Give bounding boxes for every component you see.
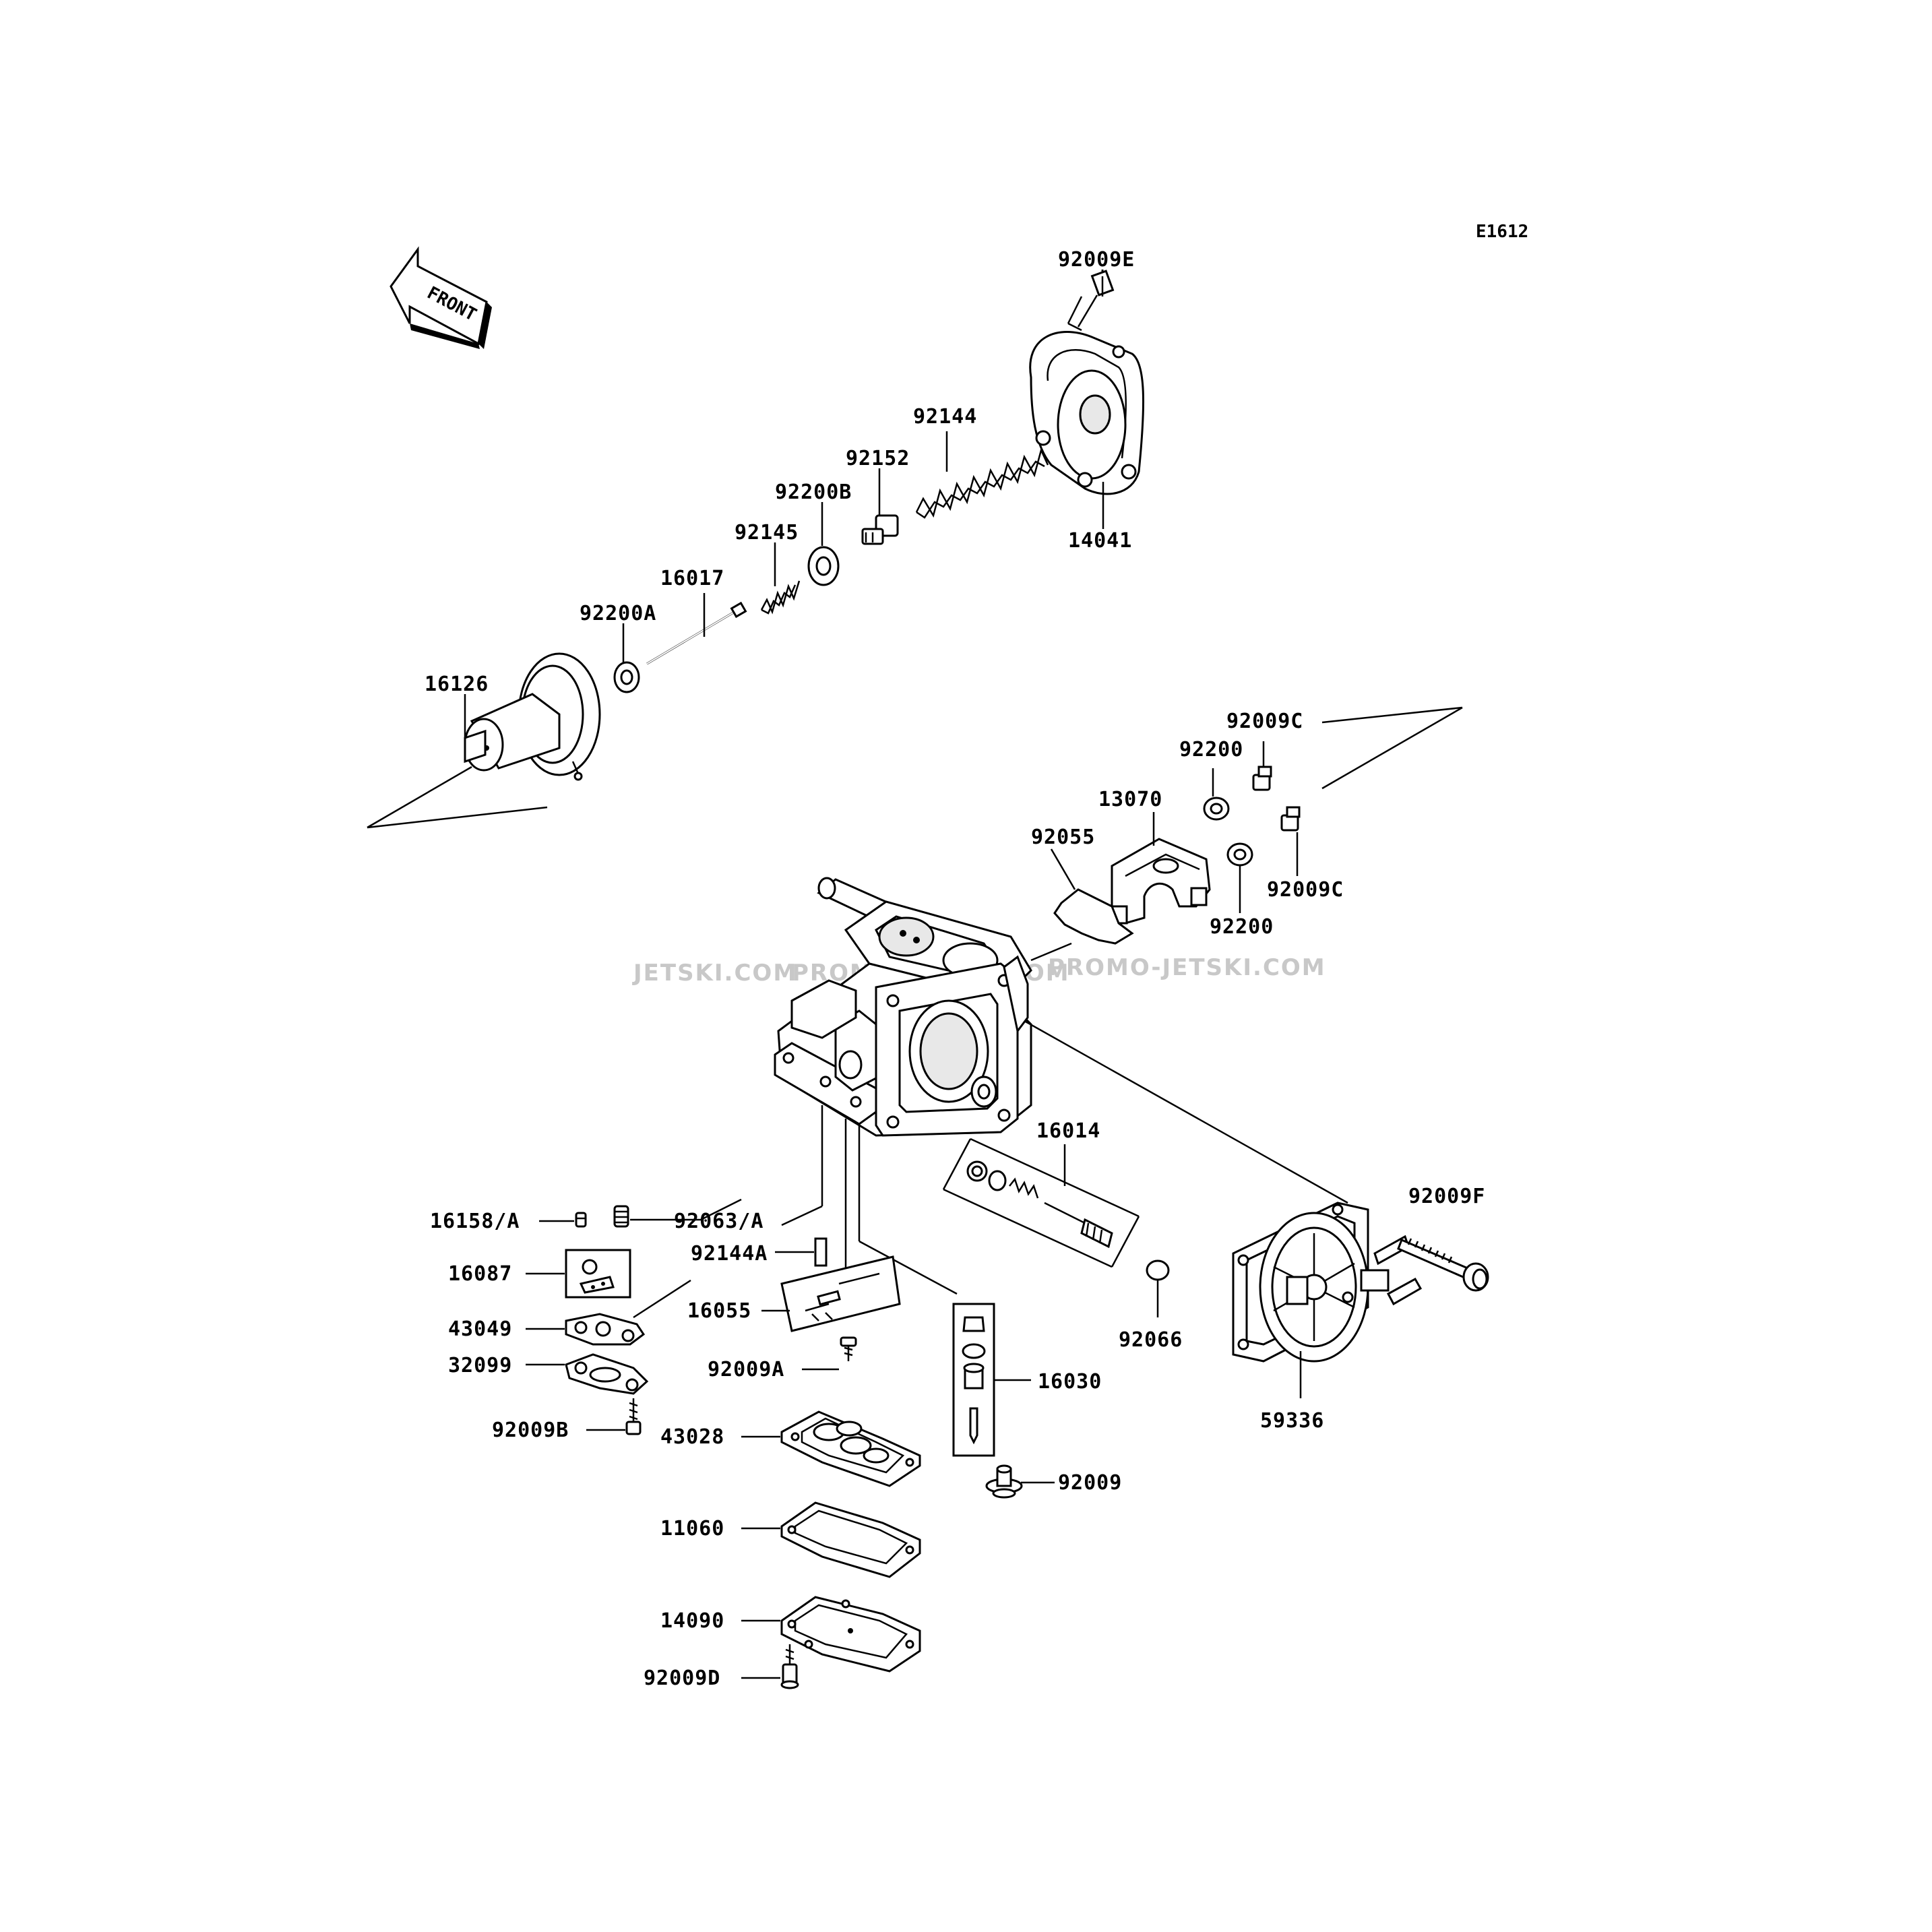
screw-92009C-b-icon — [1280, 806, 1301, 832]
label-92009E: 92009E — [1058, 248, 1135, 272]
jet-16087-box — [565, 1249, 631, 1299]
label-16055: 16055 — [687, 1299, 751, 1323]
label-92009C-b: 92009C — [1267, 878, 1344, 902]
diaphragm-16126-icon — [464, 652, 601, 781]
plate-32099-icon — [565, 1353, 649, 1395]
label-92200-a: 92200 — [1179, 738, 1243, 761]
screw-92009E-icon — [1067, 270, 1115, 332]
screw-92009D-icon — [780, 1644, 799, 1689]
cover-14041-icon — [1029, 331, 1145, 495]
label-92009F: 92009F — [1408, 1185, 1485, 1208]
spring-92144A-icon — [814, 1237, 828, 1267]
label-92055: 92055 — [1031, 825, 1095, 849]
label-13070: 13070 — [1098, 788, 1162, 811]
jet-92063A-icon — [613, 1205, 629, 1228]
label-16087: 16087 — [448, 1262, 512, 1286]
pilot-screw-16014-icon — [966, 1160, 1113, 1249]
label-14090: 14090 — [660, 1609, 724, 1633]
washer-92200B-icon — [807, 546, 840, 586]
label-92145: 92145 — [735, 521, 799, 544]
spring-92145-icon — [760, 580, 801, 615]
float-valve-16055-box — [780, 1255, 901, 1332]
label-16126: 16126 — [425, 673, 489, 696]
label-16030: 16030 — [1038, 1370, 1102, 1394]
label-92063A: 92063/A — [674, 1210, 764, 1233]
screw-92009A-icon — [840, 1336, 857, 1361]
bracket-line-16014 — [970, 1138, 1140, 1218]
label-16017: 16017 — [660, 567, 724, 590]
washer-92200-b-icon — [1226, 842, 1253, 867]
screw-92009C-a-icon — [1252, 766, 1272, 791]
label-92009B: 92009B — [492, 1419, 569, 1442]
label-14041: 14041 — [1068, 529, 1132, 553]
gasket-43028-icon — [780, 1410, 921, 1487]
label-59336: 59336 — [1260, 1409, 1324, 1433]
screw-92009-icon — [985, 1464, 1023, 1499]
label-43049: 43049 — [448, 1317, 512, 1341]
label-11060: 11060 — [660, 1517, 724, 1540]
label-92009D: 92009D — [644, 1666, 720, 1690]
label-92200A: 92200A — [580, 602, 656, 625]
bracket-13070-icon — [1111, 838, 1211, 925]
label-92009A: 92009A — [708, 1358, 784, 1381]
watermark-text-3: PROMO-JETSKI.COM — [1048, 954, 1326, 981]
label-92009C-a: 92009C — [1226, 710, 1303, 733]
label-43028: 43028 — [660, 1425, 724, 1449]
watermark-text-1: JETSKI.COM — [632, 960, 797, 987]
plug-92066-icon — [1146, 1259, 1170, 1281]
label-92200B: 92200B — [775, 480, 852, 504]
jet-16158A-icon — [575, 1212, 587, 1228]
label-92152: 92152 — [846, 447, 910, 470]
float-needle-16030-box — [952, 1303, 995, 1457]
part-labels: 92009E 92144 92152 92200B 92145 14041 16… — [425, 248, 1485, 1690]
label-32099: 32099 — [448, 1354, 512, 1377]
label-92066: 92066 — [1119, 1328, 1183, 1352]
washer-92200A-icon — [613, 661, 640, 693]
jet-92152-icon — [861, 514, 899, 545]
label-16014: 16014 — [1036, 1119, 1100, 1143]
label-92144A: 92144A — [691, 1242, 768, 1266]
washer-92200-a-icon — [1203, 797, 1230, 821]
spring-92144-icon — [915, 447, 1049, 519]
gasket-92055-icon — [1053, 888, 1134, 945]
cover-14090-icon — [780, 1596, 921, 1673]
label-16158A: 16158/A — [430, 1210, 520, 1233]
screw-92009F-icon — [1397, 1238, 1489, 1292]
carburetor-body-icon — [774, 877, 1032, 1137]
label-92200-b: 92200 — [1210, 915, 1274, 939]
needle-16017-icon — [646, 601, 747, 665]
label-92009: 92009 — [1058, 1471, 1122, 1495]
gasket-43049-icon — [565, 1313, 646, 1346]
fuel-pump-59336-icon — [1232, 1202, 1423, 1363]
gasket-11060-icon — [780, 1501, 921, 1578]
diagram-code: E1612 — [1476, 222, 1528, 242]
label-92144: 92144 — [913, 405, 977, 429]
screw-92009B-icon — [625, 1398, 642, 1435]
front-arrow-icon: FRONT — [389, 246, 492, 349]
